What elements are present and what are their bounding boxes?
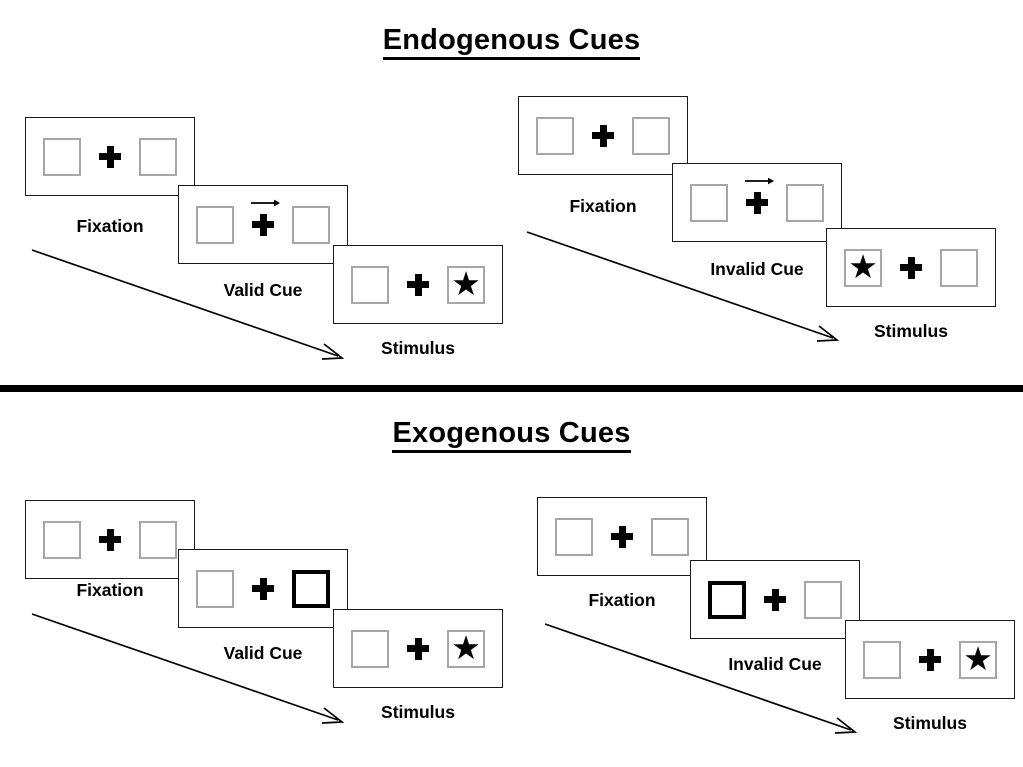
caption-endogenous-valid-fixation: Fixation	[76, 216, 144, 236]
right-placeholder-box	[940, 248, 978, 287]
frame-endogenous-invalid-fixation	[518, 96, 688, 175]
left-target-box: ★	[844, 248, 882, 287]
left-placeholder-box	[43, 520, 81, 559]
fixation-cross-icon	[764, 588, 786, 611]
caption-exogenous-invalid-cue: Invalid Cue	[728, 654, 822, 674]
left-placeholder-box	[196, 569, 234, 608]
fixation-cross-icon	[919, 648, 941, 671]
right-target-box: ★	[447, 265, 485, 304]
left-placeholder-box	[351, 265, 389, 304]
caption-exogenous-valid-stimulus: Stimulus	[381, 702, 455, 722]
left-peripheral-cue-box	[708, 580, 746, 619]
frame-endogenous-valid-fixation	[25, 117, 195, 196]
caption-endogenous-invalid-cue: Invalid Cue	[710, 259, 804, 279]
frame-exogenous-valid-stimulus: ★	[333, 609, 503, 688]
section-divider	[0, 385, 1023, 392]
star-target-icon: ★	[451, 265, 481, 302]
fixation-cross-icon	[99, 145, 121, 168]
right-placeholder-box	[804, 580, 842, 619]
arrow-right-cue-icon	[251, 199, 280, 206]
fixation-cross-icon	[592, 124, 614, 147]
frame-exogenous-invalid-stimulus: ★	[845, 620, 1015, 699]
section-title-exogenous-text: Exogenous Cues	[392, 417, 631, 453]
fixation-cross-icon	[407, 273, 429, 296]
section-title-endogenous: Endogenous Cues	[0, 24, 1023, 60]
frame-exogenous-invalid-cue	[690, 560, 860, 639]
caption-exogenous-valid-cue: Valid Cue	[223, 643, 303, 663]
right-placeholder-box	[292, 205, 330, 244]
fixation-cross-icon	[407, 637, 429, 660]
caption-endogenous-valid-cue: Valid Cue	[223, 280, 303, 300]
frame-endogenous-valid-cue	[178, 185, 348, 264]
right-peripheral-cue-box	[292, 569, 330, 608]
frame-exogenous-valid-fixation	[25, 500, 195, 579]
frame-endogenous-valid-stimulus: ★	[333, 245, 503, 324]
left-placeholder-box	[863, 640, 901, 679]
fixation-cross-icon	[900, 256, 922, 279]
right-placeholder-box	[651, 517, 689, 556]
frame-exogenous-invalid-fixation	[537, 497, 707, 576]
frame-endogenous-invalid-stimulus: ★	[826, 228, 996, 307]
fixation-cross-icon	[99, 528, 121, 551]
left-placeholder-box	[536, 116, 574, 155]
caption-exogenous-invalid-stimulus: Stimulus	[893, 713, 967, 733]
arrow-right-cue-icon	[745, 177, 774, 184]
right-placeholder-box	[786, 183, 824, 222]
caption-endogenous-invalid-fixation: Fixation	[569, 196, 637, 216]
star-target-icon: ★	[848, 248, 878, 285]
right-target-box: ★	[447, 629, 485, 668]
section-title-endogenous-text: Endogenous Cues	[382, 24, 641, 60]
star-target-icon: ★	[451, 629, 481, 666]
left-placeholder-box	[196, 205, 234, 244]
right-placeholder-box	[632, 116, 670, 155]
frame-endogenous-invalid-cue	[672, 163, 842, 242]
caption-exogenous-invalid-fixation: Fixation	[588, 590, 656, 610]
caption-endogenous-valid-stimulus: Stimulus	[381, 338, 455, 358]
fixation-cross-icon	[251, 199, 280, 236]
fixation-cross-icon	[252, 577, 274, 600]
left-placeholder-box	[351, 629, 389, 668]
fixation-cross-icon	[611, 525, 633, 548]
right-target-box: ★	[959, 640, 997, 679]
star-target-icon: ★	[963, 640, 993, 677]
left-placeholder-box	[690, 183, 728, 222]
section-title-exogenous: Exogenous Cues	[0, 417, 1023, 453]
caption-exogenous-valid-fixation: Fixation	[76, 580, 144, 600]
right-placeholder-box	[139, 137, 177, 176]
left-placeholder-box	[43, 137, 81, 176]
caption-endogenous-invalid-stimulus: Stimulus	[874, 321, 948, 341]
left-placeholder-box	[555, 517, 593, 556]
frame-exogenous-valid-cue	[178, 549, 348, 628]
right-placeholder-box	[139, 520, 177, 559]
time-arrow-endogenous-invalid	[526, 231, 840, 342]
fixation-cross-icon	[745, 177, 774, 214]
